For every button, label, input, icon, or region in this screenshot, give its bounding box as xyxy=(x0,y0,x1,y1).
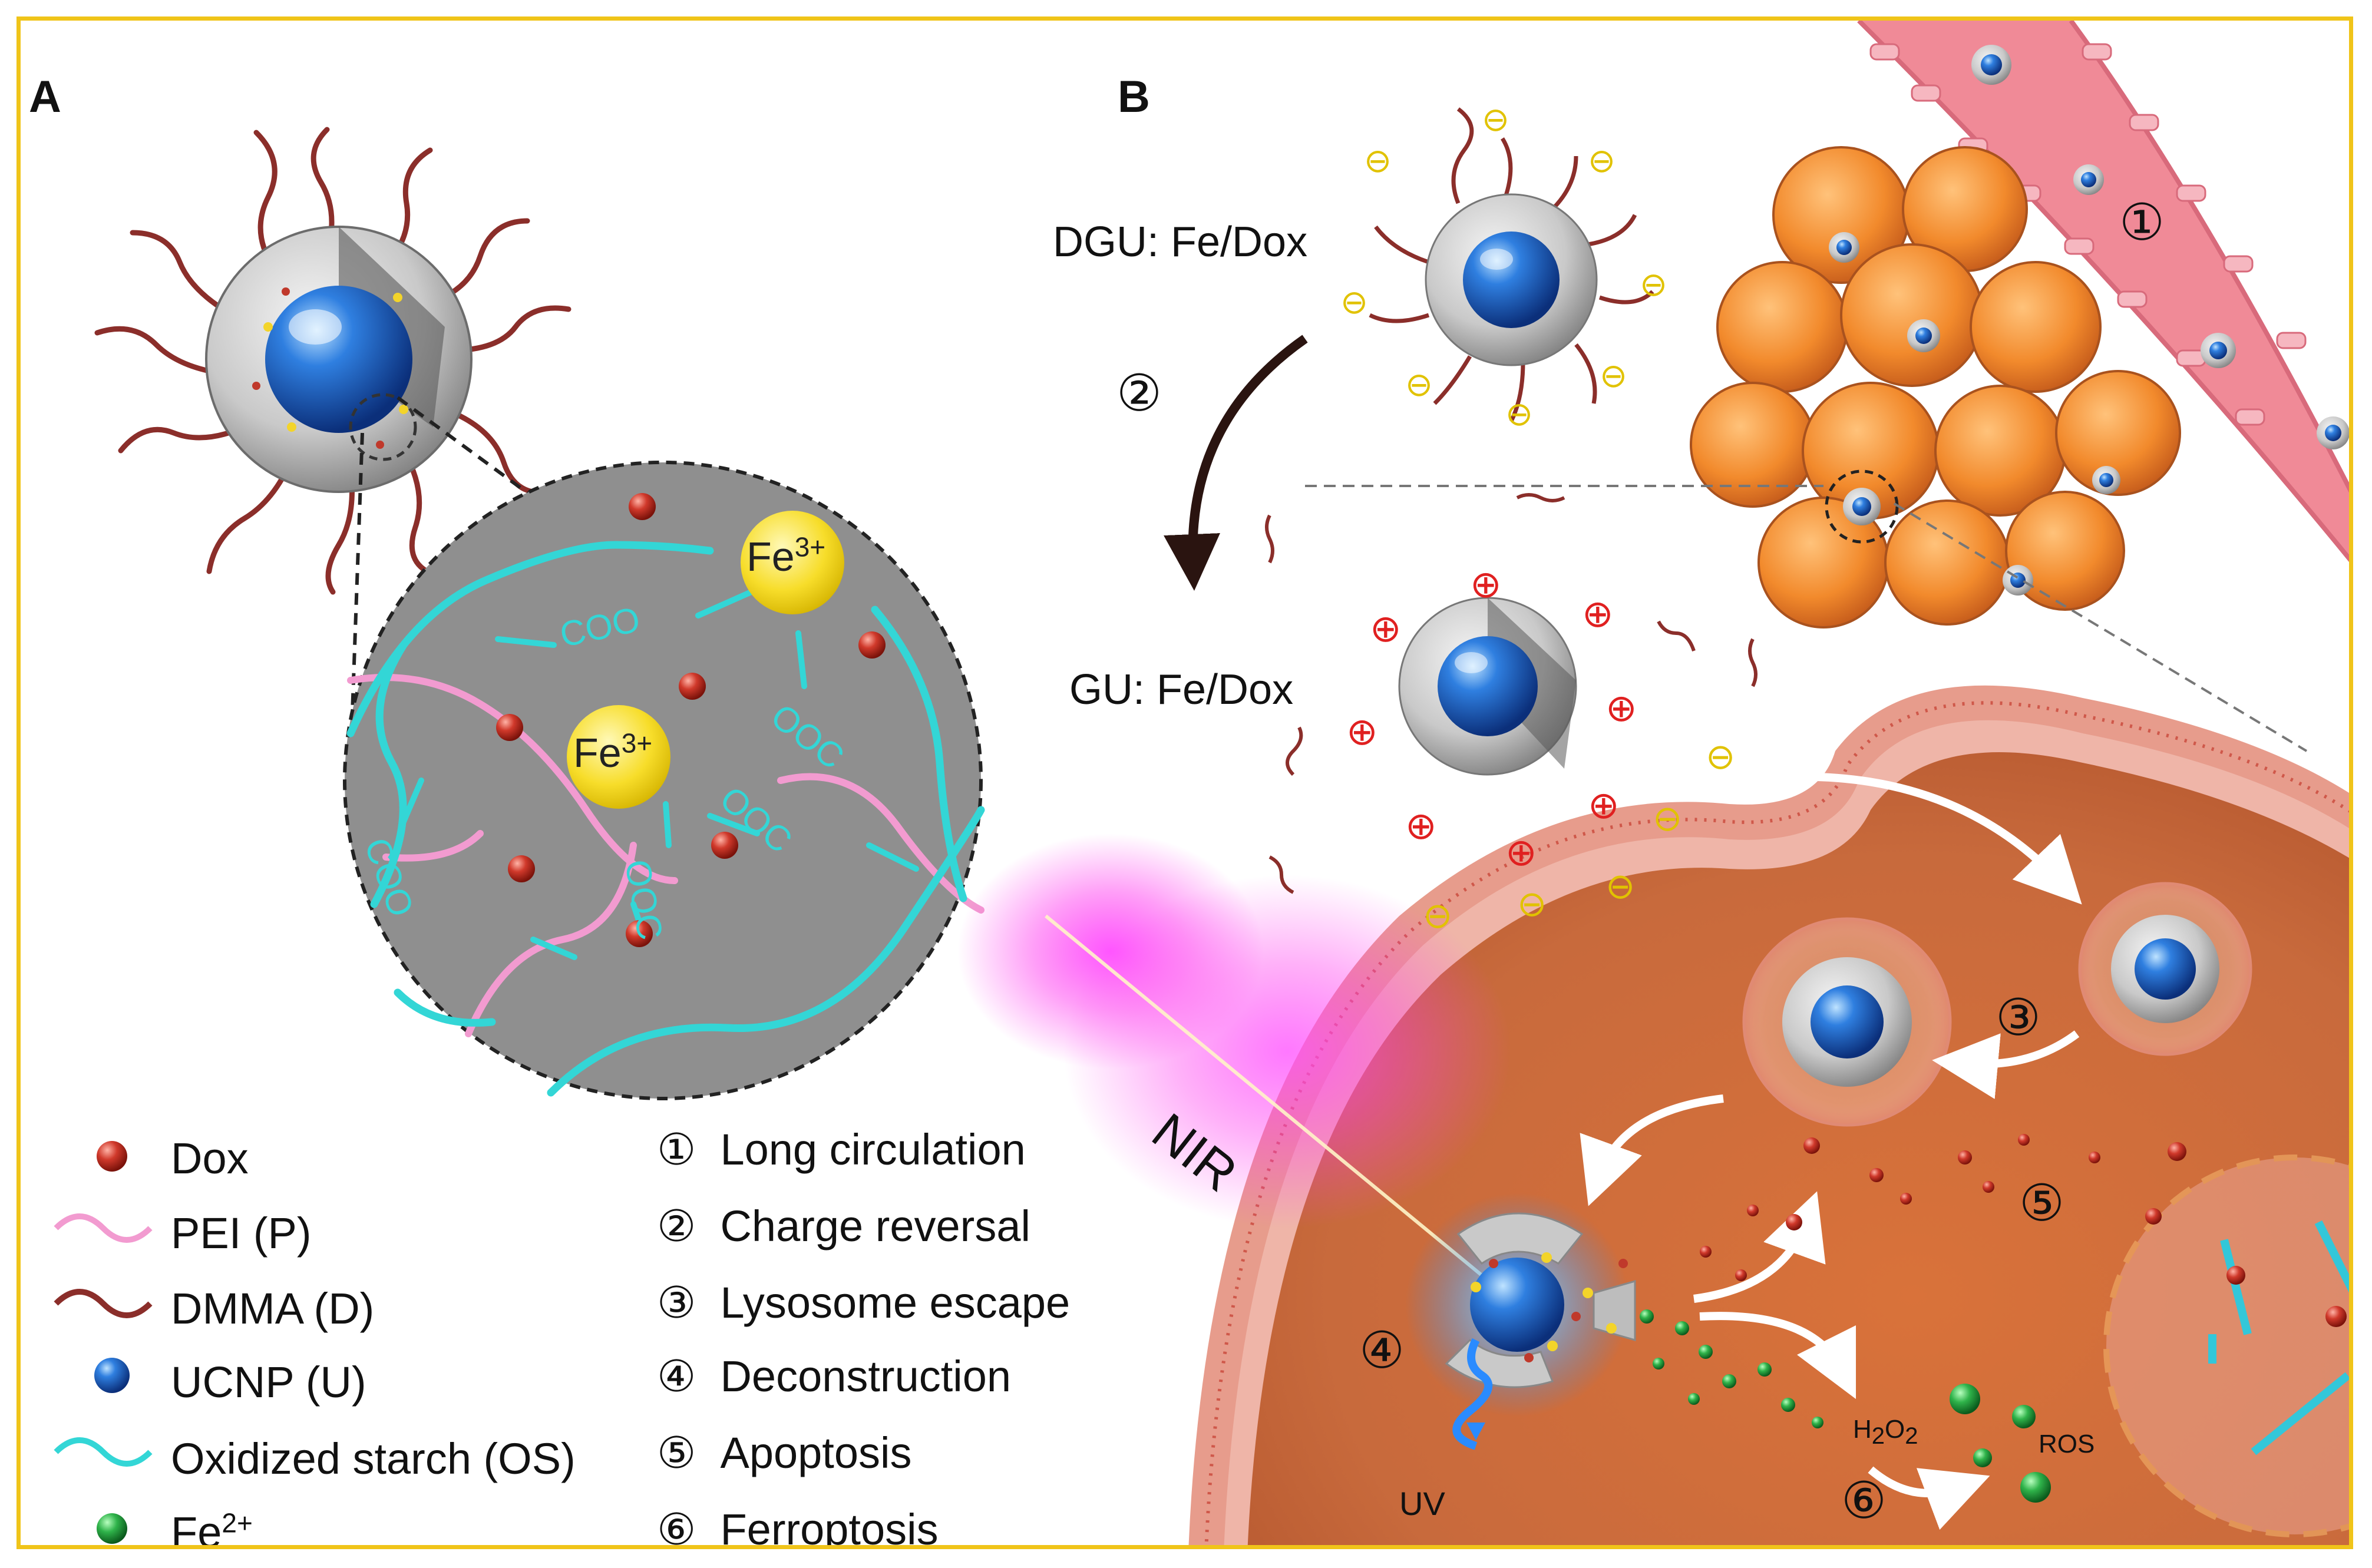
marker-6: ⑥ xyxy=(1841,1473,1887,1529)
negative-charge: ⊖ xyxy=(1405,366,1433,403)
legend-step-4: ④ Deconstruction xyxy=(657,1352,1012,1401)
positive-charge: ⊕ xyxy=(1605,687,1637,729)
lysosome-1 xyxy=(1742,917,1952,1127)
zoom-lines xyxy=(349,396,688,763)
uv-label: UV xyxy=(1399,1485,1445,1522)
legend-step-3: ③ Lysosome escape xyxy=(657,1278,1071,1327)
lysosome-2 xyxy=(2078,882,2252,1056)
figure-frame: A B Fe3+ Fe3+ COO COO OOC OOC OOC Dox PE… xyxy=(16,16,2353,1549)
fe3-ion-label-1: Fe3+ xyxy=(746,531,826,580)
legend-dmma: DMMA (D) xyxy=(171,1284,375,1333)
panel-b-label: B xyxy=(1118,72,1150,122)
legend-graphics xyxy=(54,1141,153,1544)
dox-dots xyxy=(1489,1259,1628,1362)
marker-2: ② xyxy=(1116,365,1162,422)
deconstructed-particle xyxy=(1405,1193,1636,1450)
positive-charge: ⊕ xyxy=(1470,563,1502,606)
negative-charge: ⊖ xyxy=(1364,142,1392,179)
legend-step-1: ① Long circulation xyxy=(657,1125,1026,1174)
legend-oxidized-starch: Oxidized starch (OS) xyxy=(171,1434,576,1483)
positive-charge: ⊕ xyxy=(1505,831,1537,874)
dgu-particle xyxy=(1369,107,1654,422)
marker-3: ③ xyxy=(1996,990,2041,1046)
negative-charge: ⊖ xyxy=(1482,101,1509,138)
dgu-label: DGU: Fe/Dox xyxy=(1053,219,1308,266)
legend-step-6: ⑥ Ferroptosis xyxy=(657,1505,939,1549)
membrane-negative-charge: ⊖ xyxy=(1653,799,1683,838)
marker-1: ① xyxy=(2119,194,2165,251)
pathway-arrows xyxy=(1580,772,2082,1530)
negative-charge: ⊖ xyxy=(1588,142,1616,179)
legend-step-5: ⑤ Apoptosis xyxy=(657,1428,912,1477)
negative-charge: ⊖ xyxy=(1640,266,1667,303)
membrane-negative-charge: ⊖ xyxy=(1517,884,1547,924)
positive-charge: ⊕ xyxy=(1370,607,1402,650)
fe2-scatter xyxy=(1640,1309,2051,1503)
positive-charge: ⊕ xyxy=(1346,710,1378,753)
positive-charge: ⊕ xyxy=(1582,593,1614,635)
nir-beam xyxy=(957,833,1511,1277)
tumor-cluster xyxy=(1690,146,2181,628)
dmma-fragments xyxy=(1265,493,1757,894)
positive-charge: ⊕ xyxy=(1588,784,1620,826)
legend-step-2: ② Charge reversal xyxy=(657,1202,1030,1251)
legend-pei: PEI (P) xyxy=(171,1209,312,1258)
dox-scatter xyxy=(1700,1134,2347,1327)
tumor-zoom-lines xyxy=(1305,485,2308,752)
panel-a-label: A xyxy=(29,72,61,122)
nucleus xyxy=(2103,1155,2349,1537)
marker-5: ⑤ xyxy=(2019,1175,2065,1232)
legend-ucnp: UCNP (U) xyxy=(171,1358,366,1407)
membrane-negative-charge: ⊖ xyxy=(1605,866,1636,906)
zoom-circle xyxy=(343,461,985,1100)
positive-charge: ⊕ xyxy=(1405,805,1437,847)
charge-reversal-arrow xyxy=(1164,335,1308,591)
legend-fe2: Fe2+ xyxy=(171,1507,253,1549)
h2o2-label: H2O2 xyxy=(1853,1415,1918,1449)
gu-particle xyxy=(1398,597,1577,776)
negative-charge: ⊖ xyxy=(1600,357,1627,394)
legend-dox: Dox xyxy=(171,1134,249,1183)
negative-charge: ⊖ xyxy=(1340,283,1368,320)
nanoparticle-a xyxy=(94,127,571,595)
diagram-artwork xyxy=(54,21,2349,1545)
membrane-negative-charge: ⊖ xyxy=(1706,737,1736,776)
gu-label: GU: Fe/Dox xyxy=(1069,666,1294,713)
ros-label: ROS xyxy=(2039,1430,2095,1458)
blood-vessel xyxy=(1857,21,2349,563)
fe3-dots xyxy=(1471,1252,1617,1351)
negative-charge: ⊖ xyxy=(1505,395,1533,432)
fe3-ion-label-2: Fe3+ xyxy=(573,727,653,776)
marker-4: ④ xyxy=(1359,1322,1405,1379)
membrane-negative-charge: ⊖ xyxy=(1423,896,1453,935)
